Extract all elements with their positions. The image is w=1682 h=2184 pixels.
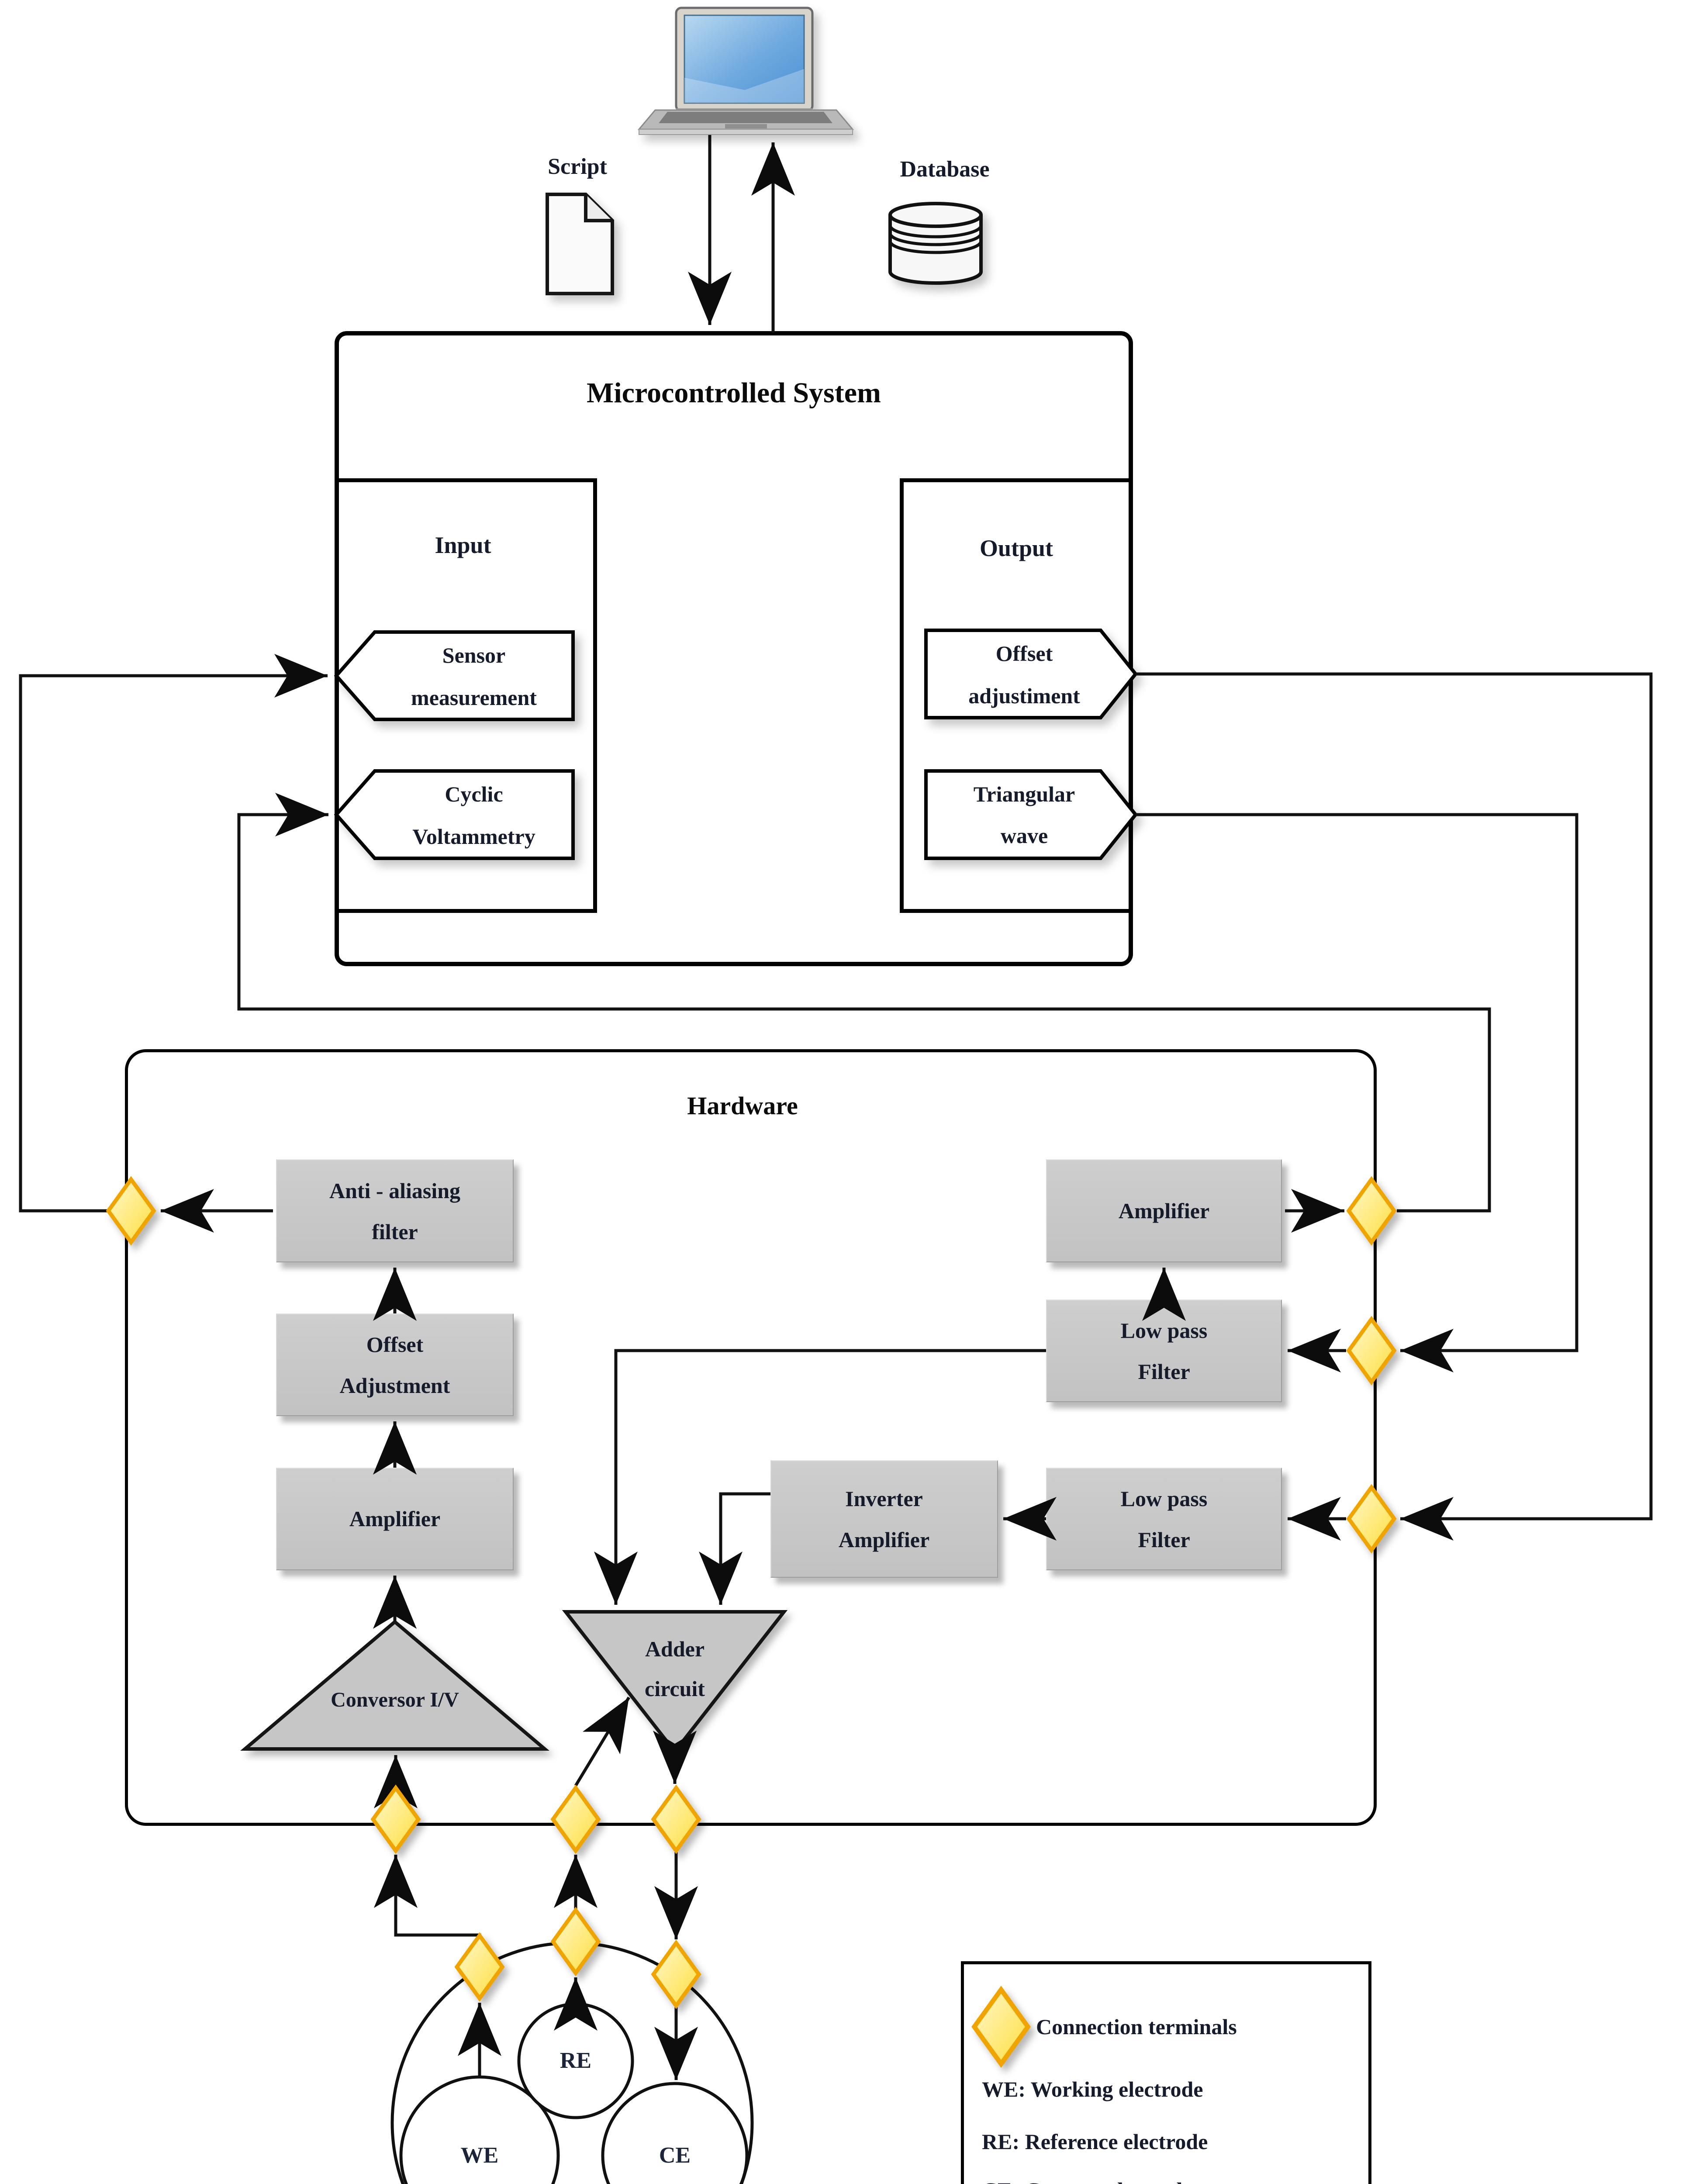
script-document-icon — [546, 193, 614, 295]
wire-we-cell-to-terminal — [374, 1855, 481, 1937]
legend-box — [961, 1961, 1371, 2184]
offset-adjustment-label: Offset — [366, 1332, 424, 1357]
input-box — [335, 478, 597, 913]
connection-terminal-icon — [553, 1788, 598, 1851]
inverter-amplifier-label: Inverter — [845, 1486, 923, 1511]
anti-aliasing-label: Anti - aliasing — [329, 1178, 461, 1203]
hardware-box — [125, 1049, 1377, 1826]
offset-adjustiment-label: Offset — [995, 641, 1053, 666]
input-title: Input — [435, 532, 491, 558]
database-label: Database — [900, 157, 990, 182]
low-pass-filter-bottom-label: Low pass — [1120, 1486, 1208, 1511]
laptop-icon — [637, 7, 854, 135]
hardware-title: Hardware — [687, 1092, 798, 1120]
re-electrode-label: RE — [560, 2048, 592, 2073]
database-cylinder-icon — [888, 202, 983, 285]
cyclic-voltammetry-label: Cyclic — [445, 782, 503, 806]
low-pass-filter-top-label: Low pass — [1120, 1318, 1208, 1343]
amplifier-left-label: Amplifier — [349, 1507, 441, 1531]
connection-terminal-icon — [1349, 1179, 1394, 1242]
tag-cyclic-voltammetry — [334, 769, 575, 860]
cyclic-voltammetry-label: Voltammetry — [412, 824, 535, 849]
sensor-measurement-label: measurement — [411, 685, 537, 710]
triangular-wave-label: Triangular — [973, 782, 1075, 806]
legend-connection-terminals: Connection terminals — [1036, 2015, 1237, 2039]
tag-offset-adjustiment — [924, 629, 1138, 719]
offset-adjustment-label: Adjustment — [339, 1373, 450, 1398]
conversor-iv-label: Conversor I/V — [331, 1688, 459, 1711]
anti-aliasing-label: filter — [372, 1220, 418, 1244]
block-low-pass-filter-bottom — [1046, 1468, 1282, 1570]
wires — [19, 132, 1653, 2080]
output-title: Output — [979, 535, 1053, 561]
connection-terminal-icon — [108, 1179, 154, 1242]
tag-triangular-wave — [924, 769, 1138, 860]
adder-circuit-label: circuit — [645, 1676, 705, 1701]
we-electrode-label: WE — [460, 2143, 499, 2168]
legend-ce: CE: Counter electrode — [982, 2179, 1192, 2184]
ce-electrode-label: CE — [659, 2143, 691, 2168]
triangle-blocks — [240, 1610, 788, 1755]
wire-terminal-to-cyclic-voltammetry — [237, 793, 1491, 1213]
adder-circuit-label: Adder — [645, 1637, 705, 1661]
connection-terminal-icon — [1349, 1319, 1394, 1382]
block-anti-aliasing-filter — [276, 1159, 514, 1262]
wire-triangular-wave-to-terminal — [1136, 813, 1578, 1372]
block-amplifier-right — [1046, 1159, 1282, 1262]
wire-re-terminal-to-adder — [574, 1697, 630, 1787]
microcontrolled-system-title: Microcontrolled System — [587, 377, 881, 409]
connection-terminal-icon — [373, 1788, 418, 1851]
block-inverter-amplifier — [770, 1460, 998, 1578]
tag-sensor-measurement — [334, 630, 575, 721]
script-label: Script — [548, 154, 607, 179]
wire-lpf-top-to-adder — [594, 1349, 1046, 1605]
legend-we: WE: Working electrode — [982, 2077, 1203, 2101]
output-box — [900, 478, 1133, 913]
we-electrode-circle — [399, 2075, 560, 2184]
offset-adjustiment-label: adjustiment — [968, 684, 1080, 708]
legend-re: RE: Reference electrode — [982, 2129, 1208, 2154]
triangular-wave-label: wave — [1000, 823, 1048, 848]
io-tags — [334, 629, 1138, 860]
sensor-measurement-label: Sensor — [442, 643, 506, 667]
low-pass-filter-bottom-label: Filter — [1138, 1527, 1190, 1552]
low-pass-filter-top-label: Filter — [1138, 1359, 1190, 1384]
connection-terminal-icon — [653, 1788, 699, 1851]
ce-electrode-circle — [601, 2082, 749, 2184]
legend-terminal-icon — [974, 1990, 1028, 2064]
connection-terminal-icon — [1349, 1487, 1394, 1550]
block-conversor-iv — [240, 1619, 549, 1751]
inverter-amplifier-label: Amplifier — [838, 1527, 930, 1552]
wire-terminal-to-sensor-measurement — [19, 654, 328, 1213]
wire-offset-adjustiment-to-terminal — [1136, 672, 1653, 1541]
wire-inverter-to-adder — [699, 1492, 770, 1605]
block-adder-circuit — [562, 1610, 788, 1755]
amplifier-right-label: Amplifier — [1118, 1199, 1210, 1223]
